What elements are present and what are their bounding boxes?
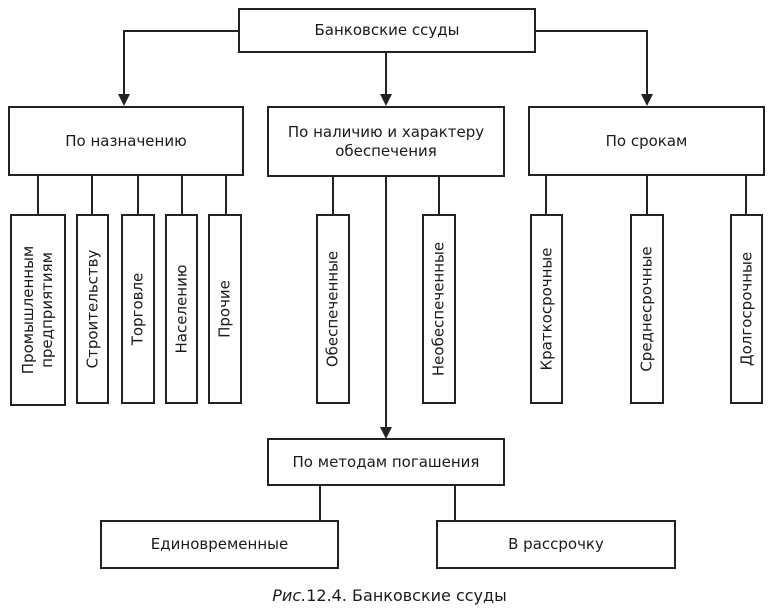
category-repayment-label: По методам погашения: [292, 452, 480, 471]
item-short-term: Краткосрочные: [530, 214, 563, 404]
category-security: По наличию и характеру обеспечения: [267, 106, 505, 177]
item-construction-label: Строительству: [83, 249, 101, 369]
root-node: Банковские ссуды: [238, 8, 536, 53]
category-terms: По срокам: [528, 106, 765, 176]
item-long-term: Долгосрочные: [730, 214, 763, 404]
item-short-term-label: Краткосрочные: [537, 247, 555, 371]
figure-label: Рис.: [272, 586, 307, 605]
arrow-to-purpose: [118, 30, 238, 106]
item-other: Прочие: [208, 214, 242, 404]
root-label: Банковские ссуды: [314, 21, 460, 39]
category-security-label: По наличию и характеру обеспечения: [287, 122, 485, 160]
item-unsecured-label: Необеспеченные: [429, 241, 448, 377]
item-trade: Торговле: [121, 214, 155, 404]
item-industry: Промышленным предприятиям: [10, 214, 66, 406]
item-trade-label: Торговле: [128, 272, 147, 346]
item-population: Населению: [165, 214, 198, 404]
item-medium-term: Среднесрочные: [630, 214, 664, 404]
category-terms-label: По срокам: [605, 131, 688, 150]
category-repayment: По методам погашения: [267, 438, 505, 486]
item-population-label: Населению: [172, 264, 190, 354]
item-unsecured: Необеспеченные: [422, 214, 456, 404]
item-medium-term-label: Среднесрочные: [637, 246, 656, 372]
figure-title: Банковские ссуды: [352, 586, 507, 605]
item-construction: Строительству: [76, 214, 109, 404]
item-other-label: Прочие: [215, 280, 234, 338]
item-secured-label: Обеспеченные: [323, 250, 342, 368]
figure-number: 12.4.: [306, 586, 347, 605]
item-long-term-label: Долгосрочные: [737, 251, 755, 367]
category-purpose-label: По назначению: [65, 131, 187, 150]
arrow-to-terms: [536, 30, 653, 106]
item-industry-label: Промышленным предприятиям: [19, 245, 56, 375]
item-installment: В рассрочку: [436, 520, 676, 569]
category-purpose: По назначению: [8, 106, 244, 176]
item-secured: Обеспеченные: [316, 214, 350, 404]
item-lump-sum: Единовременные: [100, 520, 339, 569]
item-installment-label: В рассрочку: [508, 535, 604, 553]
figure-caption: Рис.12.4. Банковские ссуды: [0, 586, 779, 606]
item-lump-sum-label: Единовременные: [150, 535, 289, 553]
